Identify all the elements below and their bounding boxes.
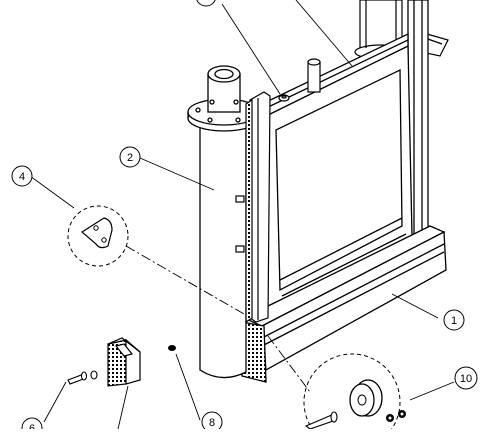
- projection-line-4: [125, 245, 245, 315]
- detail-circle-4: [67, 205, 129, 267]
- callout-4: 4: [11, 165, 33, 187]
- screw-6: [67, 370, 98, 385]
- top-nut: [278, 94, 290, 102]
- clip-block: [107, 337, 141, 387]
- frame-front-upright: [235, 91, 271, 324]
- callout-1: 1: [443, 309, 465, 331]
- callout-partial-top: [196, 0, 216, 7]
- callout-2-label: 2: [127, 152, 133, 164]
- gate-panel: [261, 32, 413, 308]
- callout-1-label: 1: [451, 315, 457, 327]
- callout-10-label: 10: [460, 373, 472, 385]
- callout-10: 10: [454, 366, 478, 390]
- callout-6-label: 6: [29, 423, 35, 429]
- callout-8-label: 8: [209, 417, 215, 429]
- callout-4-label: 4: [19, 171, 25, 183]
- leader-lines: [29, 0, 455, 430]
- top-stem: [307, 58, 321, 93]
- projection-line-10: [267, 335, 311, 393]
- callout-6: 6: [21, 417, 43, 434]
- nut-8: [168, 345, 176, 351]
- front-pipe-column: [187, 65, 261, 379]
- detail-circle-10: [303, 353, 406, 434]
- callout-2: 2: [119, 146, 141, 168]
- callout-8: 8: [201, 411, 223, 433]
